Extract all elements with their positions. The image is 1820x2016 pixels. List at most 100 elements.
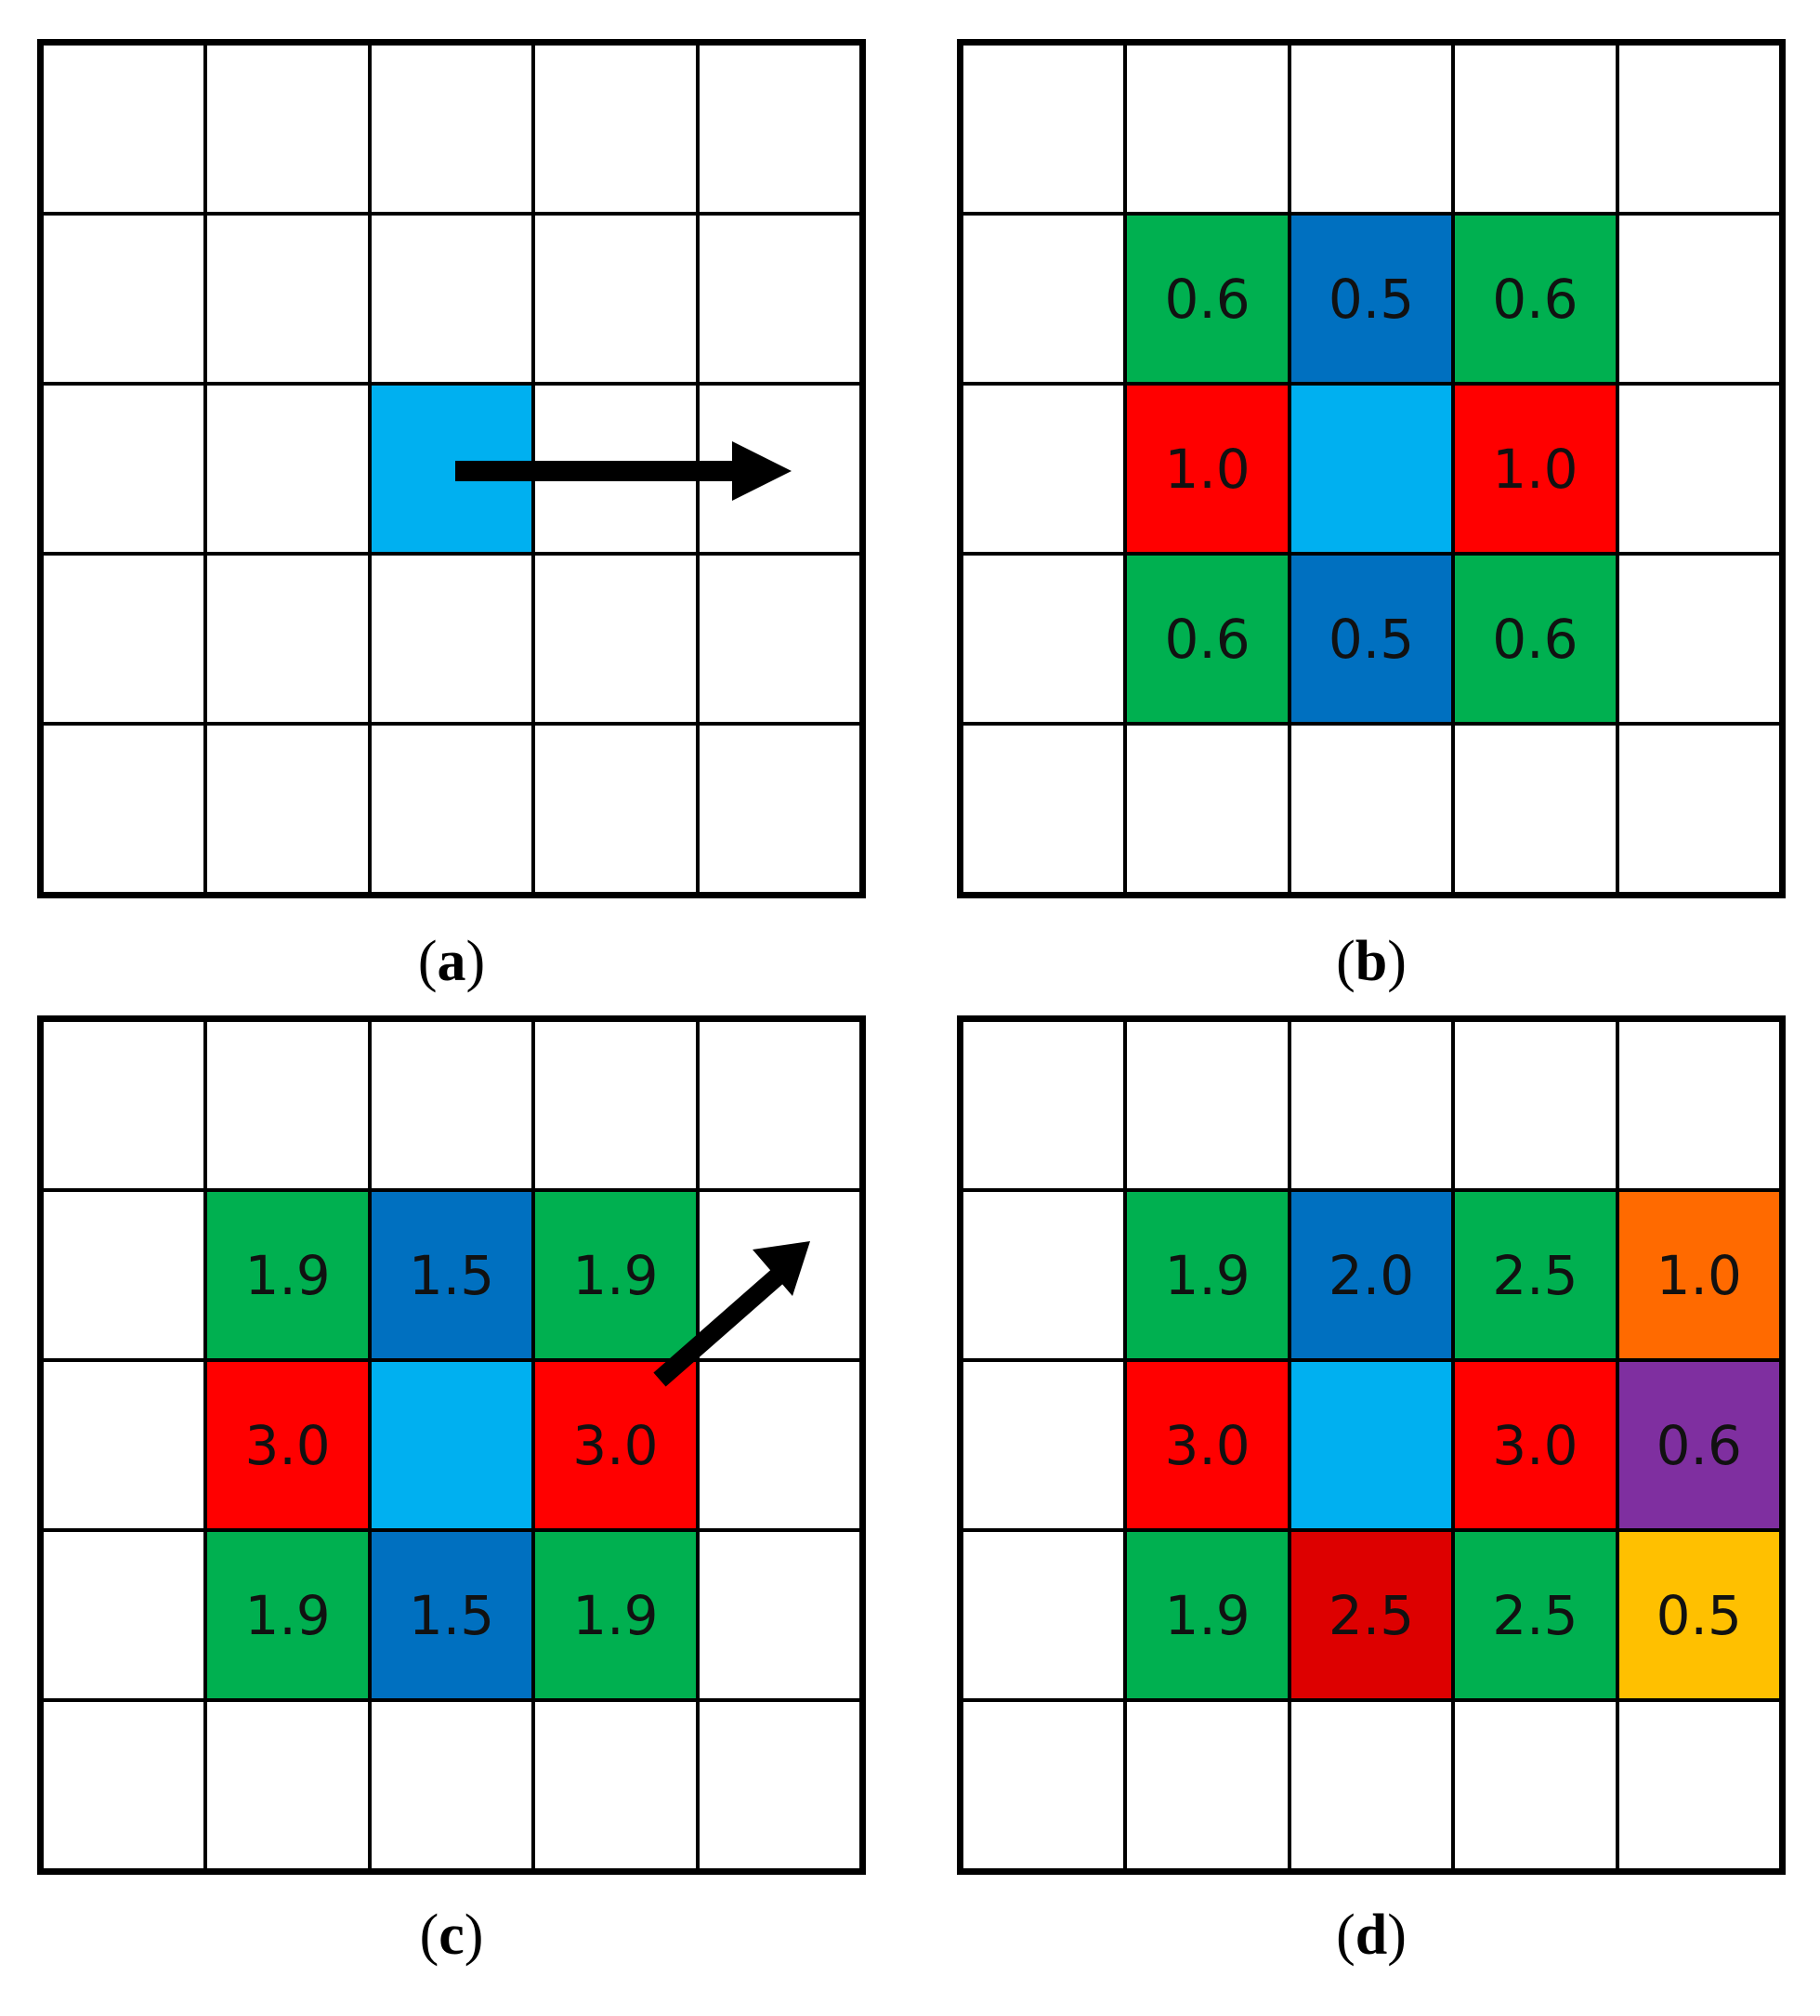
value-cell: 2.5 — [1453, 1190, 1617, 1360]
value-cell: 1.9 — [533, 1530, 698, 1700]
caption-d-label: d — [1355, 1904, 1388, 1967]
empty-cell — [962, 1190, 1126, 1360]
value-cell: 0.6 — [1125, 554, 1290, 724]
empty-cell — [205, 1700, 370, 1870]
value-cell: 3.0 — [1453, 1360, 1617, 1530]
empty-cell — [42, 1360, 206, 1530]
empty-cell — [533, 1700, 698, 1870]
value-cell: 1.0 — [1453, 384, 1617, 554]
empty-cell — [1617, 554, 1781, 724]
agent-cell — [1289, 384, 1454, 554]
value-cell: 3.0 — [1125, 1360, 1290, 1530]
empty-cell — [962, 1020, 1126, 1190]
empty-cell — [1125, 1020, 1290, 1190]
empty-cell — [697, 1360, 861, 1530]
caption-a: (a) — [417, 930, 486, 993]
grid-a — [37, 39, 866, 898]
empty-cell — [962, 44, 1126, 214]
empty-cell — [1453, 1020, 1617, 1190]
empty-cell — [697, 384, 861, 554]
empty-cell — [697, 44, 861, 214]
value-cell: 2.5 — [1289, 1530, 1454, 1700]
agent-cell — [369, 1360, 534, 1530]
empty-cell — [533, 554, 698, 724]
empty-cell — [1453, 724, 1617, 894]
empty-cell — [962, 384, 1126, 554]
empty-cell — [42, 554, 206, 724]
empty-cell — [205, 724, 370, 894]
empty-cell — [369, 214, 534, 384]
value-cell: 0.6 — [1453, 554, 1617, 724]
empty-cell — [42, 724, 206, 894]
value-cell: 0.6 — [1125, 214, 1290, 384]
empty-cell — [205, 384, 370, 554]
empty-cell — [1125, 1700, 1290, 1870]
empty-cell — [42, 214, 206, 384]
empty-cell — [1617, 1020, 1781, 1190]
caption-d: (d) — [1336, 1904, 1407, 1967]
value-cell: 0.5 — [1289, 554, 1454, 724]
value-cell: 1.9 — [1125, 1530, 1290, 1700]
empty-cell — [1453, 44, 1617, 214]
empty-cell — [962, 1700, 1126, 1870]
empty-cell — [42, 1700, 206, 1870]
empty-cell — [369, 44, 534, 214]
empty-cell — [1289, 1700, 1454, 1870]
empty-cell — [369, 1020, 534, 1190]
empty-cell — [962, 214, 1126, 384]
empty-cell — [962, 1530, 1126, 1700]
caption-b: (b) — [1336, 930, 1407, 993]
value-cell: 1.5 — [369, 1530, 534, 1700]
value-cell: 2.5 — [1453, 1530, 1617, 1700]
empty-cell — [697, 214, 861, 384]
empty-cell — [1617, 724, 1781, 894]
empty-cell — [697, 724, 861, 894]
caption-b-label: b — [1355, 930, 1388, 993]
empty-cell — [205, 44, 370, 214]
empty-cell — [42, 1530, 206, 1700]
value-cell: 1.0 — [1125, 384, 1290, 554]
value-cell: 1.9 — [205, 1530, 370, 1700]
empty-cell — [533, 1020, 698, 1190]
caption-c: (c) — [419, 1904, 484, 1967]
value-cell: 0.5 — [1289, 214, 1454, 384]
value-cell: 3.0 — [205, 1360, 370, 1530]
empty-cell — [697, 1020, 861, 1190]
empty-cell — [42, 1190, 206, 1360]
empty-cell — [962, 724, 1126, 894]
value-cell: 1.9 — [1125, 1190, 1290, 1360]
caption-c-label: c — [439, 1904, 465, 1967]
empty-cell — [369, 1700, 534, 1870]
empty-cell — [533, 214, 698, 384]
empty-cell — [1617, 1700, 1781, 1870]
empty-cell — [1125, 724, 1290, 894]
empty-cell — [1617, 44, 1781, 214]
empty-cell — [962, 1360, 1126, 1530]
value-cell: 3.0 — [533, 1360, 698, 1530]
value-cell: 0.5 — [1617, 1530, 1781, 1700]
value-cell: 0.6 — [1453, 214, 1617, 384]
empty-cell — [533, 724, 698, 894]
value-cell: 1.0 — [1617, 1190, 1781, 1360]
agent-cell — [369, 384, 534, 554]
empty-cell — [697, 554, 861, 724]
value-cell: 1.9 — [205, 1190, 370, 1360]
empty-cell — [42, 384, 206, 554]
empty-cell — [1289, 724, 1454, 894]
empty-cell — [1289, 44, 1454, 214]
empty-cell — [697, 1190, 861, 1360]
empty-cell — [1125, 44, 1290, 214]
empty-cell — [533, 44, 698, 214]
empty-cell — [205, 214, 370, 384]
empty-cell — [1617, 384, 1781, 554]
empty-cell — [205, 1020, 370, 1190]
empty-cell — [697, 1530, 861, 1700]
panel-a — [37, 39, 866, 898]
empty-cell — [369, 554, 534, 724]
